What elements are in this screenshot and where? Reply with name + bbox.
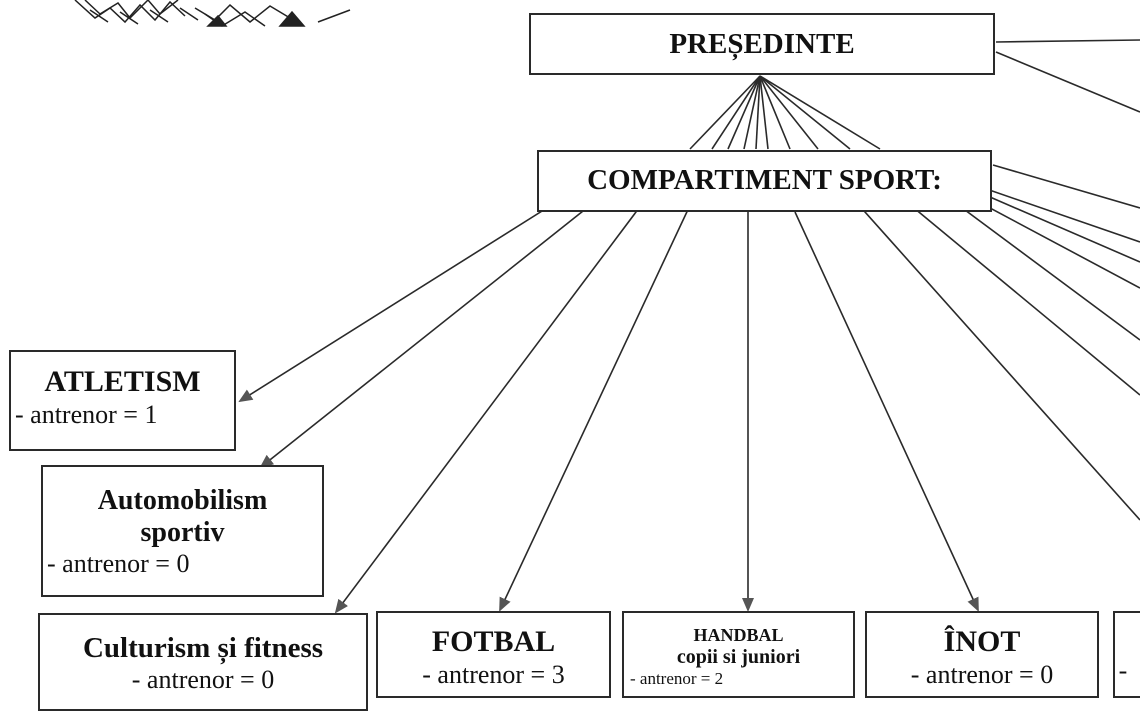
automobilism-title-line1: Automobilism	[97, 485, 268, 516]
culturism-coach-count: - antrenor = 0	[131, 665, 275, 695]
culturism-box: Culturism și fitness - antrenor = 0	[38, 613, 368, 711]
culturism-title: Culturism și fitness	[82, 632, 324, 664]
fotbal-title: FOTBAL	[431, 625, 556, 658]
atletism-title: ATLETISM	[44, 365, 201, 398]
president-links	[689, 39, 1140, 150]
handbal-box: HANDBAL copii si juniori - antrenor = 2	[622, 611, 855, 698]
president-box: PREȘEDINTE	[529, 13, 995, 75]
automobilism-coach-count: - antrenor = 0	[47, 549, 190, 579]
atletism-box: ATLETISM - antrenor = 1	[9, 350, 236, 451]
department-arrows	[238, 164, 1140, 614]
atletism-coach-count: - antrenor = 1	[15, 399, 158, 429]
sketch-illustration	[74, 0, 351, 27]
inot-coach-count: - antrenor = 0	[910, 659, 1054, 689]
fotbal-coach-count: - antrenor = 3	[422, 659, 565, 689]
sport-department-box: COMPARTIMENT SPORT:	[537, 150, 992, 212]
partial-department-box: -	[1113, 611, 1140, 698]
inot-box: ÎNOT - antrenor = 0	[865, 611, 1099, 698]
automobilism-box: Automobilism sportiv - antrenor = 0	[41, 465, 324, 597]
president-title: PREȘEDINTE	[669, 28, 855, 60]
partial-department-text: -	[1118, 656, 1128, 685]
handbal-title: HANDBAL	[693, 625, 784, 645]
automobilism-title-line2: sportiv	[140, 517, 225, 549]
fotbal-box: FOTBAL - antrenor = 3	[376, 611, 611, 698]
sport-department-title: COMPARTIMENT SPORT:	[587, 164, 942, 196]
handbal-subtitle: copii si juniori	[676, 645, 801, 668]
handbal-coach-count: - antrenor = 2	[630, 668, 724, 688]
inot-title: ÎNOT	[943, 625, 1021, 658]
